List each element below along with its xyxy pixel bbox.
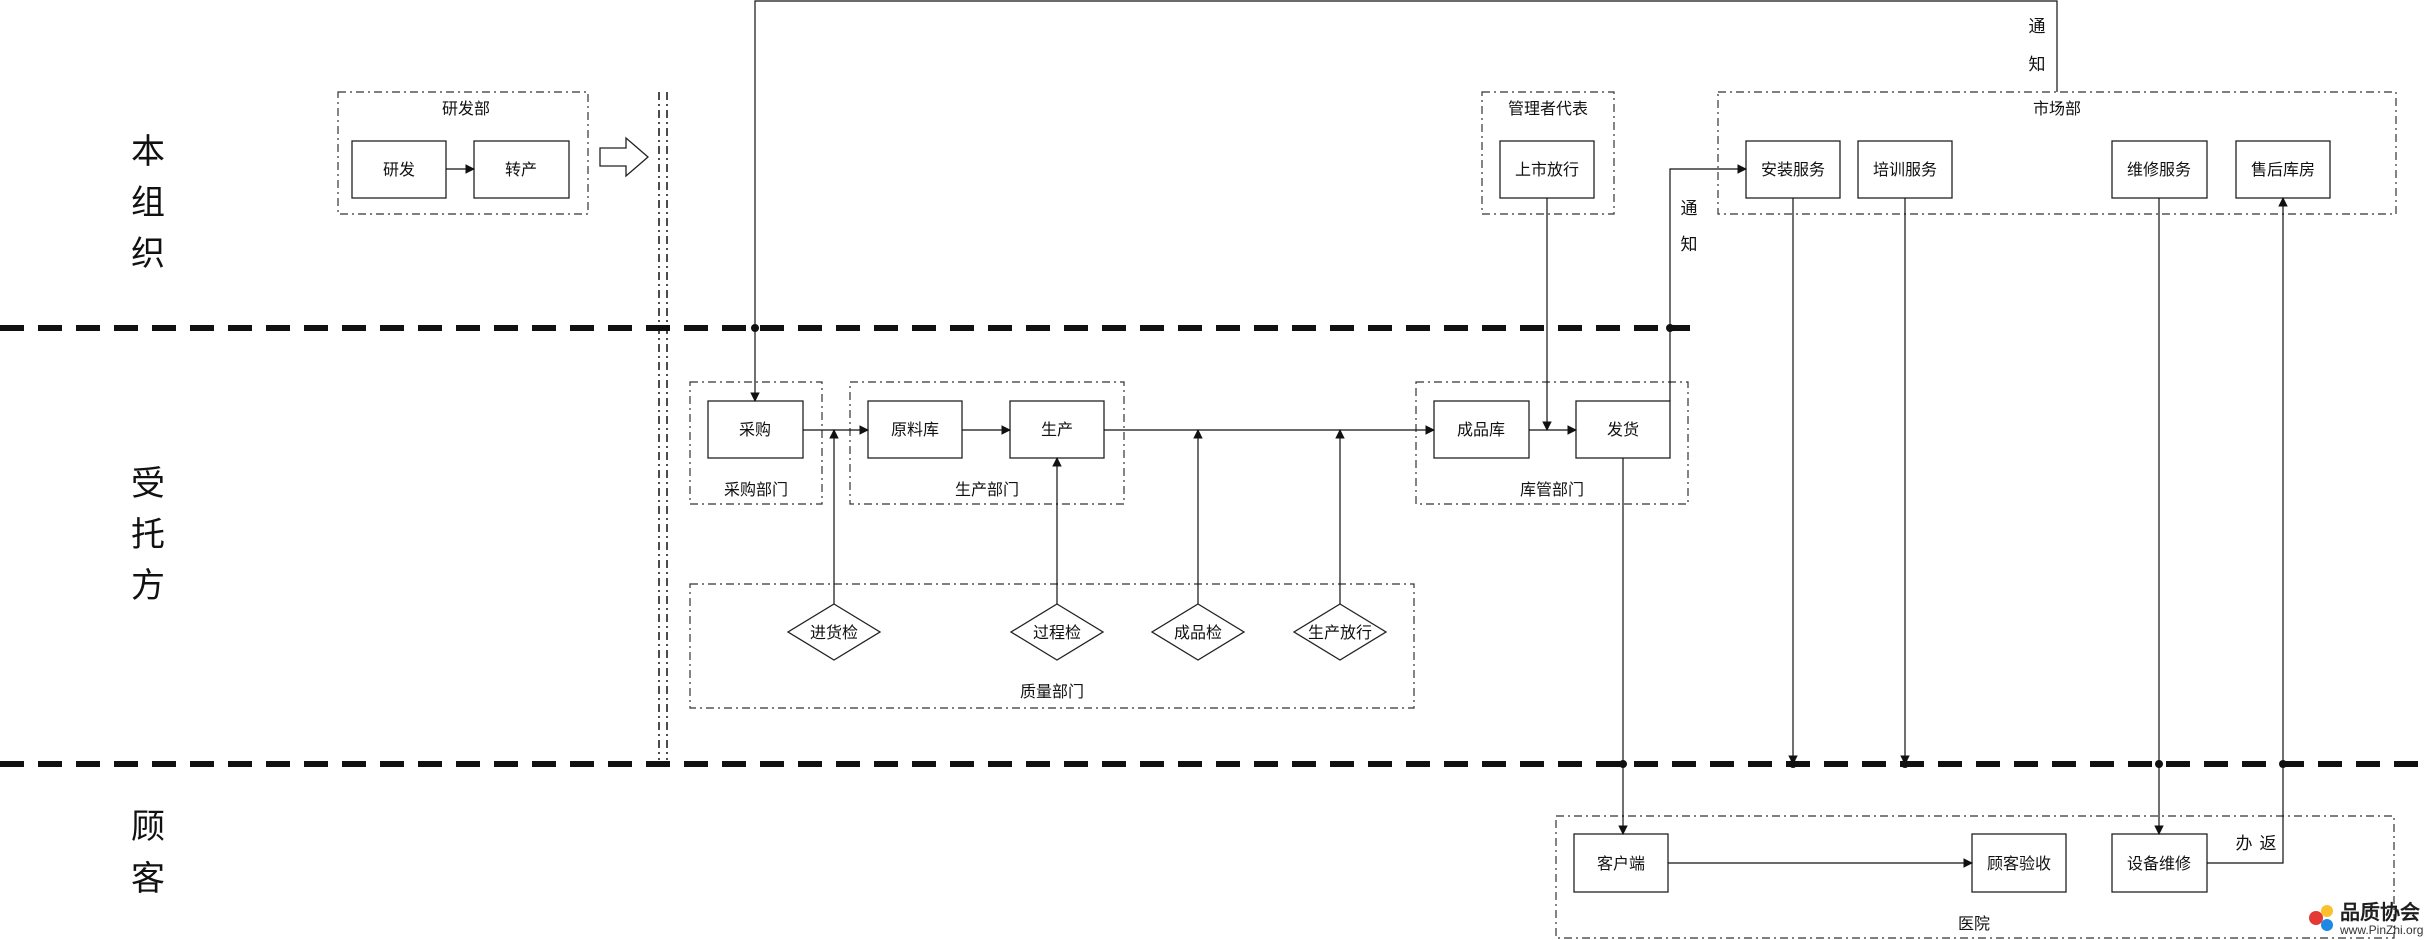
box-label-finished-warehouse: 成品库 xyxy=(1457,421,1505,439)
junction-dot xyxy=(1789,760,1797,768)
lane-label-customer: 顾 客 xyxy=(131,808,165,898)
arrow-equipment-return-to-aftersales xyxy=(2207,197,2288,864)
box-label-transfer: 转产 xyxy=(505,161,537,179)
lane-char: 顾 xyxy=(131,808,165,846)
lane-char: 受 xyxy=(131,465,165,503)
box-install-service[interactable] xyxy=(1745,140,1841,199)
diamond-label-process: 过程检 xyxy=(1033,624,1081,642)
box-equipment-repair[interactable] xyxy=(2111,833,2208,893)
lane-char: 本 xyxy=(131,133,165,171)
group-label-hospital: 医院 xyxy=(1958,915,1990,933)
block-arrow-icon xyxy=(599,136,649,178)
box-label-production: 生产 xyxy=(1041,421,1073,439)
lane-label-own-org: 本 组 织 xyxy=(131,133,165,273)
diamond-label-incoming: 进货检 xyxy=(810,624,858,642)
lane-char: 客 xyxy=(131,860,165,898)
group-label-quality: 质量部门 xyxy=(1020,683,1084,701)
group-label-warehouse: 库管部门 xyxy=(1520,481,1584,499)
box-shipping[interactable] xyxy=(1575,400,1671,459)
junction-dot xyxy=(2279,760,2287,768)
junction-dot xyxy=(1901,760,1909,768)
diamond-label-finished: 成品检 xyxy=(1174,624,1222,642)
group-hospital xyxy=(1555,815,2395,939)
group-purchasing xyxy=(689,381,823,505)
group-market xyxy=(1717,91,2397,215)
group-warehouse xyxy=(1415,381,1689,505)
group-management-rep xyxy=(1481,91,1615,215)
box-label-purchase: 采购 xyxy=(739,421,771,439)
watermark-logo: 品质协会 www.PinZhi.org xyxy=(2309,900,2423,937)
box-production[interactable] xyxy=(1009,400,1105,459)
lane-char: 织 xyxy=(131,235,165,273)
diamond-production-release[interactable] xyxy=(1292,603,1388,661)
note-notify-mid: 知 xyxy=(1681,235,1698,254)
group-rd xyxy=(337,91,589,215)
note-notify-top: 通 xyxy=(2029,17,2046,36)
lane-char: 托 xyxy=(131,516,165,554)
note-notify-top: 知 xyxy=(2029,55,2046,74)
arrow-market-notify-to-purchase xyxy=(750,0,2058,402)
junction-dot xyxy=(2155,760,2163,768)
group-label-management-rep: 管理者代表 xyxy=(1508,100,1588,118)
lane-label-entrusted: 受 托 方 xyxy=(131,465,165,605)
box-label-customer-acceptance: 顾客验收 xyxy=(1987,855,2051,873)
box-label-raw-warehouse: 原料库 xyxy=(891,421,939,439)
box-training-service[interactable] xyxy=(1857,140,1953,199)
group-label-rd: 研发部 xyxy=(442,100,490,118)
group-label-purchasing: 采购部门 xyxy=(724,481,788,499)
box-label-shipping: 发货 xyxy=(1607,421,1639,439)
box-client[interactable] xyxy=(1573,833,1669,893)
box-release-to-market[interactable] xyxy=(1499,140,1595,199)
note-return: 返 xyxy=(2260,834,2277,853)
box-transfer[interactable] xyxy=(473,140,570,199)
junction-dot xyxy=(1619,760,1627,768)
watermark-name: 品质协会 xyxy=(2340,900,2420,924)
group-label-production: 生产部门 xyxy=(955,481,1019,499)
box-finished-warehouse[interactable] xyxy=(1433,400,1530,459)
box-label-install-service: 安装服务 xyxy=(1761,161,1825,179)
box-label-research: 研发 xyxy=(383,161,415,179)
junction-dot xyxy=(751,324,759,332)
box-label-repair-service: 维修服务 xyxy=(2127,161,2191,179)
box-label-release-to-market: 上市放行 xyxy=(1515,161,1579,179)
box-customer-acceptance[interactable] xyxy=(1971,833,2067,893)
box-purchase[interactable] xyxy=(707,400,804,459)
group-label-market: 市场部 xyxy=(2033,100,2081,118)
watermark-url: www.PinZhi.org xyxy=(2339,923,2423,937)
box-label-client: 客户端 xyxy=(1597,855,1645,873)
note-return: 办 xyxy=(2236,834,2253,853)
note-notify-mid: 通 xyxy=(1681,199,1698,218)
lane-char: 方 xyxy=(131,567,165,605)
diamond-process-inspection[interactable] xyxy=(1009,603,1105,661)
diamond-incoming-inspection[interactable] xyxy=(786,603,882,661)
junction-dot xyxy=(1666,324,1674,332)
diamond-finished-inspection[interactable] xyxy=(1150,603,1246,661)
box-label-equipment-repair: 设备维修 xyxy=(2127,855,2191,873)
box-label-aftersales-warehouse: 售后库房 xyxy=(2251,161,2315,179)
arrow-shipping-notify-to-install xyxy=(1669,164,1747,401)
diamond-label-release: 生产放行 xyxy=(1308,624,1372,642)
group-quality xyxy=(689,583,1415,709)
box-label-training-service: 培训服务 xyxy=(1873,161,1937,179)
lane-char: 组 xyxy=(131,184,165,222)
